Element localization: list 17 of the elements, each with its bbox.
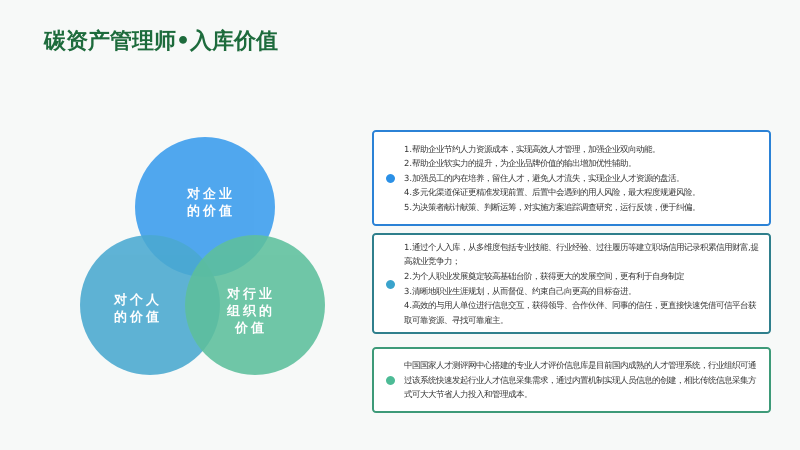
text-card (372, 233, 771, 334)
paragraph: 1.帮助企业节约人力资源成本，实现高效人才管理，加强企业双向动能。 (404, 142, 661, 156)
paragraph: 3.清晰地职业生涯规划，从而督促、约束自己向更高的目标奋进。 (404, 284, 637, 298)
paragraph: 5.为决策者献计献策、判断运筹，对实施方案追踪调查研究，运行反馈，便于纠偏。 (404, 200, 701, 214)
paragraph: 1.通过个人入库，从多维度包括专业技能、行业经验、过往履历等建立职场信用记录积累信用财富,提高就业竞争力； (404, 240, 759, 268)
circle-label: 对个人的价值 (113, 292, 163, 326)
text-card (372, 130, 771, 226)
paragraph: 2.为个人职业发展奠定较高基础台阶，获得更大的发展空间，更有利于自身制定 (404, 270, 685, 283)
circle-label: 对行业组织的价值 (226, 286, 276, 336)
text-card (372, 347, 771, 413)
paragraph: 中国国家人才测评网中心搭建的专业人才评价信息库是目前国内成熟的人才管理系统，行业组织可通过该系统快速发起行业人才信息采集需求，通过内置机制实现人员信息的创建，相比传统信息采集方式可大大节省人力投入和管理成本。 (404, 359, 758, 402)
circle-label: 对企业的价值 (186, 186, 236, 220)
paragraph: 4.多元化渠道保证更精准发现前置、后置中会遇到的用人风险，最大程度规避风险。 (404, 186, 701, 200)
page-title: 碳资产管理师•入库价值 (44, 28, 278, 56)
paragraph: 4.高效的与用人单位进行信息交互，获得领导、合作伙伴、同事的信任，更直接快速凭借可信平台获取可靠资源、寻找可靠雇主。 (404, 299, 758, 327)
paragraph: 3.加强员工的内在培养，留住人才，避免人才流失，实现企业人才资源的盘活。 (404, 172, 685, 185)
paragraph: 2.帮助企业软实力的提升，为企业品牌价值的输出增加优性辅助。 (404, 157, 637, 170)
